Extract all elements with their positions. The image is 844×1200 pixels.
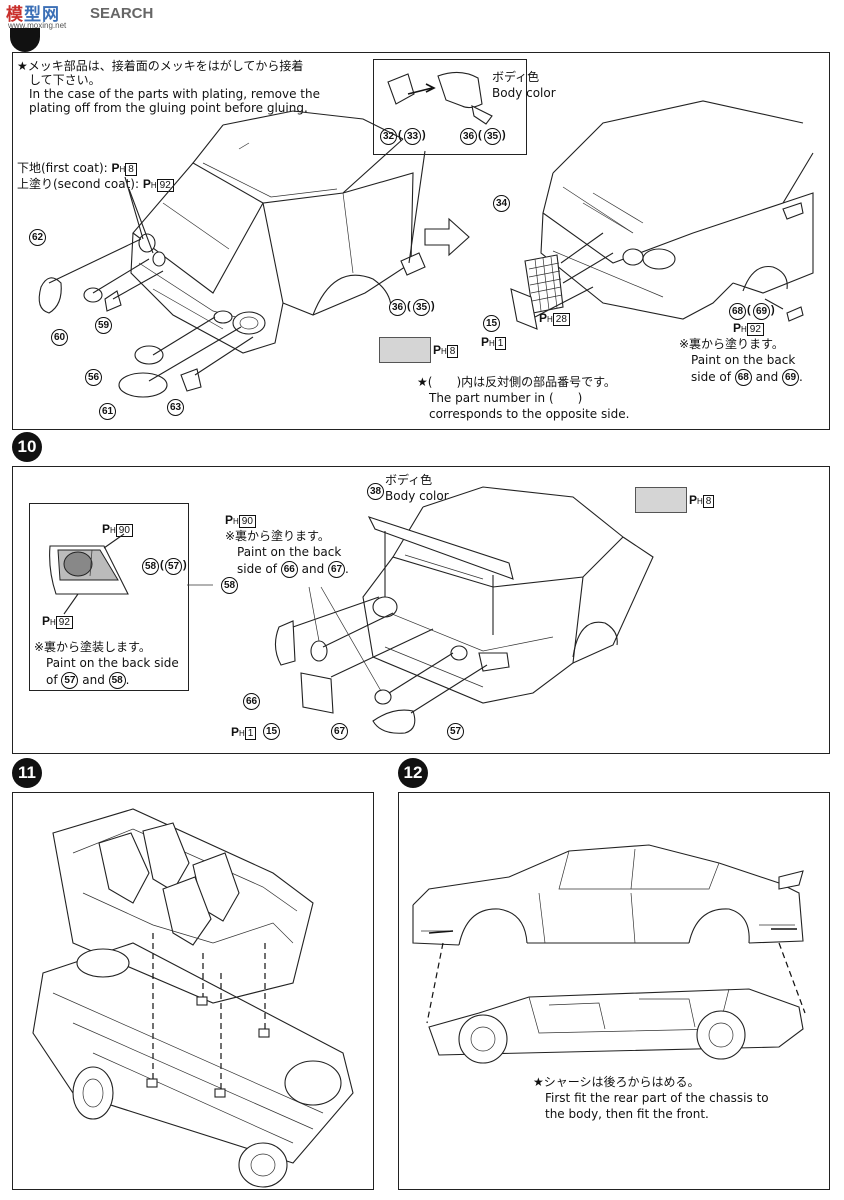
step-12-panel: ★シャーシは後ろからはめる。 First fit the rear part o… (398, 792, 830, 1190)
step-11-badge: 11 (12, 758, 42, 788)
ref-68: 68 (734, 369, 752, 386)
front-car-drawing (38, 110, 426, 398)
part-38: 38 (367, 483, 384, 500)
back-note-en-1: Paint on the back (691, 353, 796, 367)
transition-arrow-icon (424, 217, 470, 257)
mirror-drawing (387, 71, 493, 125)
inset-note-en-1: Paint on the back side (46, 656, 179, 670)
logo-text: SEARCH (90, 5, 154, 22)
part-60: 60 (51, 329, 68, 346)
inset-part-58: 58 (142, 558, 159, 575)
wing-color-en: Body color (385, 489, 449, 503)
part-56: 56 (85, 369, 102, 386)
plating-note-en-2: plating off from the gluing point before… (29, 101, 308, 115)
part-15: 15 (483, 315, 500, 332)
center-note-en-2: side of 66 and 67. (237, 561, 349, 578)
plating-note-en-1: In the case of the parts with plating, r… (29, 87, 320, 101)
part-35-mirror: 35 (484, 128, 501, 145)
logo-mark-icon: 模 型 网 (6, 4, 59, 25)
part-33: 33 (404, 128, 421, 145)
svg-text:型: 型 (24, 4, 41, 25)
center-note-jp: ※裏から塗ります。 (225, 529, 330, 543)
part-61: 61 (99, 403, 116, 420)
plating-note-jp: ★メッキ部品は、接着面のメッキをはがしてから接着 (17, 59, 304, 73)
part-36: 36 (389, 299, 406, 316)
mirror-color-jp: ボディ色 (492, 70, 540, 84)
part-36-mirror: 36 (460, 128, 477, 145)
back-note-jp: ※裏から塗ります。 (679, 337, 784, 351)
inset-note-en-2: of 57 and 58. (46, 672, 130, 689)
logo-url: www.moxing.net (8, 21, 67, 30)
taillight-lens-drawing (49, 533, 129, 615)
part-66: 66 (243, 693, 260, 710)
part-15-step10: 15 (263, 723, 280, 740)
step-12-badge: 12 (398, 758, 428, 788)
mirror-color-en: Body color (492, 86, 556, 100)
rear-car-drawing (187, 486, 654, 734)
step-9-panel: ★メッキ部品は、接着面のメッキをはがしてから接着 して下さい。 In the c… (12, 52, 830, 430)
part-35: 35 (413, 299, 430, 316)
part-62: 62 (29, 229, 46, 246)
plating-note-jp-2: して下さい。 (29, 73, 101, 87)
part-58: 58 (221, 577, 238, 594)
opposite-note-jp: ★( )内は反対側の部品番号です。 (417, 375, 616, 389)
body-chassis-fit-drawing (412, 844, 806, 1064)
part-32: 32 (380, 128, 397, 145)
part-57: 57 (447, 723, 464, 740)
color-swatch-step9 (379, 337, 431, 363)
opposite-note-en-2: corresponds to the opposite side. (429, 407, 630, 421)
center-note-en-1: Paint on the back (237, 545, 342, 559)
chassis-note-en-2: the body, then fit the front. (545, 1107, 709, 1121)
part-63: 63 (167, 399, 184, 416)
part-67: 67 (331, 723, 348, 740)
part-68: 68 (729, 303, 746, 320)
part-59: 59 (95, 317, 112, 334)
step-11-panel (12, 792, 374, 1190)
color-swatch-step10 (635, 487, 687, 513)
step-10-badge: 10 (12, 432, 42, 462)
svg-text:模: 模 (6, 4, 24, 25)
back-note-en-2: side of 68 and 69. (691, 369, 803, 386)
svg-text:网: 网 (42, 5, 59, 25)
mirror-inset: ボディ色 Body color 32 ( 33 ) 36 ( 35 ) (373, 59, 556, 155)
site-logo: 模 型 网 SEARCH www.moxing.net (4, 2, 164, 32)
inset-note-jp: ※裏から塗装します。 (34, 640, 151, 654)
front-car-grille-drawing (510, 100, 814, 330)
chassis-note-en-1: First fit the rear part of the chassis t… (545, 1091, 769, 1105)
step-9-badge (10, 28, 40, 52)
wing-color-jp: ボディ色 (385, 473, 433, 487)
opposite-note-en-1: The part number in ( ) (429, 391, 583, 405)
inset-part-57: 57 (165, 558, 182, 575)
ref-69: 69 (782, 369, 800, 386)
part-69: 69 (753, 303, 770, 320)
chassis-note-jp: ★シャーシは後ろからはめる。 (533, 1075, 700, 1089)
interior-chassis-drawing (32, 808, 354, 1188)
part-34: 34 (493, 195, 510, 212)
